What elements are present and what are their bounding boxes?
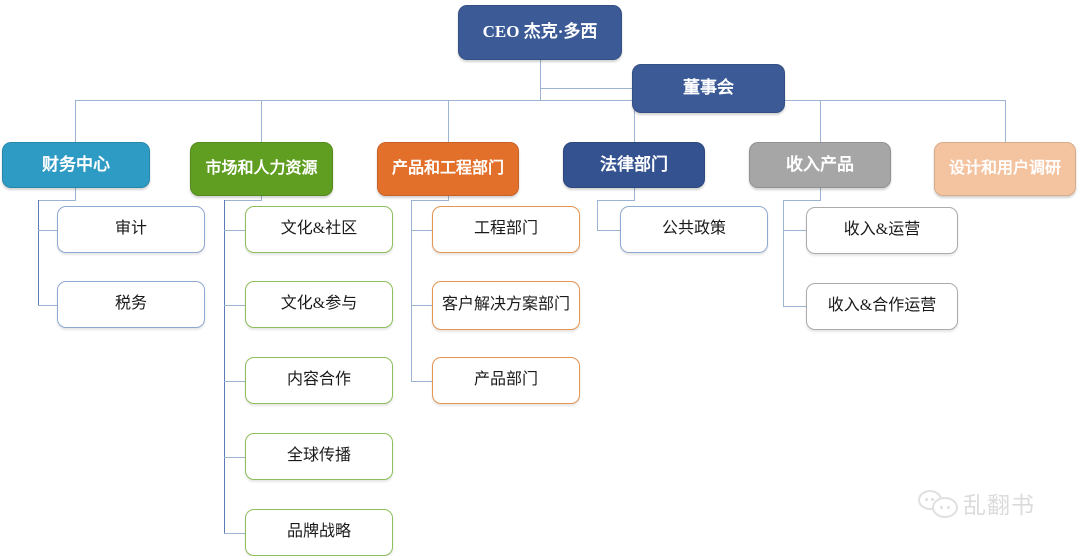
- connector-product-spine: [411, 200, 412, 382]
- connector-revenue-spine: [783, 200, 784, 306]
- node-dept-legal-label: 法律部门: [600, 154, 668, 174]
- connector-finance-turn: [38, 200, 76, 201]
- node-dept-product-engineering[interactable]: 产品和工程部门: [377, 142, 519, 196]
- node-dept-marketing-hr[interactable]: 市场和人力资源: [190, 142, 333, 196]
- connector-revenue-child-1: [783, 230, 807, 231]
- node-leaf-culture-community[interactable]: 文化&社区: [245, 206, 393, 253]
- connector-finance-child-1: [38, 230, 58, 231]
- node-leaf-revenue-operations-label: 收入&运营: [843, 221, 921, 239]
- connector-legal-stem: [634, 188, 635, 200]
- node-leaf-engineering-label: 工程部门: [473, 220, 538, 238]
- node-leaf-customer-solutions-label: 客户解决方案部门: [441, 296, 570, 314]
- node-board[interactable]: 董事会: [632, 64, 785, 113]
- connector-revenue-stem: [820, 188, 821, 200]
- connector-marketing-turn: [224, 200, 262, 201]
- connector-legal-child-1: [597, 230, 621, 231]
- node-leaf-brand-strategy[interactable]: 品牌战略: [245, 509, 393, 556]
- node-leaf-culture-engagement-label: 文化&参与: [280, 295, 358, 313]
- watermark: 乱翻书: [918, 486, 1035, 520]
- node-dept-design-user-research-label: 设计和用户调研: [948, 159, 1061, 177]
- connector-product-turn: [411, 200, 449, 201]
- node-board-label: 董事会: [683, 78, 734, 98]
- connector-finance-child-2: [38, 305, 58, 306]
- node-dept-design-user-research[interactable]: 设计和用户调研: [934, 142, 1076, 196]
- connector-legal-spine: [597, 200, 598, 230]
- connector-marketing-child-3: [224, 381, 246, 382]
- connector-marketing-child-4: [224, 457, 246, 458]
- connector-product-child-2: [411, 305, 433, 306]
- connector-drop-design: [1005, 100, 1006, 142]
- node-leaf-revenue-partner-operations[interactable]: 收入&合作运营: [806, 283, 958, 330]
- connector-finance-spine: [38, 200, 39, 305]
- connector-product-child-3: [411, 381, 433, 382]
- connector-main-bus: [75, 100, 1005, 101]
- node-ceo[interactable]: CEO 杰克·多西: [458, 5, 622, 60]
- watermark-text: 乱翻书: [963, 492, 1035, 518]
- connector-drop-marketing: [261, 100, 262, 142]
- node-leaf-public-policy[interactable]: 公共政策: [620, 206, 768, 253]
- connector-drop-revenue: [820, 100, 821, 142]
- node-leaf-global-communications-label: 全球传播: [286, 447, 351, 465]
- node-leaf-tax[interactable]: 税务: [57, 281, 205, 328]
- node-leaf-customer-solutions[interactable]: 客户解决方案部门: [432, 281, 580, 330]
- node-ceo-label: CEO 杰克·多西: [482, 22, 598, 42]
- node-leaf-content-partnership-label: 内容合作: [286, 371, 351, 389]
- node-leaf-audit-label: 审计: [114, 220, 147, 238]
- node-leaf-tax-label: 税务: [114, 295, 147, 313]
- node-leaf-public-policy-label: 公共政策: [661, 220, 726, 238]
- connector-marketing-child-1: [224, 230, 246, 231]
- connector-revenue-turn: [783, 200, 821, 201]
- connector-marketing-spine: [224, 200, 225, 533]
- connector-drop-finance: [75, 100, 76, 142]
- node-leaf-product[interactable]: 产品部门: [432, 357, 580, 404]
- connector-drop-product: [448, 100, 449, 142]
- node-dept-marketing-hr-label: 市场和人力资源: [205, 159, 318, 177]
- node-leaf-revenue-operations[interactable]: 收入&运营: [806, 207, 958, 254]
- node-dept-revenue[interactable]: 收入产品: [749, 142, 891, 188]
- node-leaf-engineering[interactable]: 工程部门: [432, 206, 580, 253]
- node-leaf-culture-community-label: 文化&社区: [280, 220, 358, 238]
- connector-legal-turn: [597, 200, 635, 201]
- node-leaf-brand-strategy-label: 品牌战略: [286, 523, 351, 541]
- connector-marketing-child-5: [224, 533, 246, 534]
- node-dept-finance[interactable]: 财务中心: [2, 142, 150, 188]
- wechat-bubbles-icon: [918, 490, 958, 518]
- node-leaf-product-label: 产品部门: [473, 371, 538, 389]
- connector-drop-legal: [634, 100, 635, 142]
- node-dept-product-engineering-label: 产品和工程部门: [391, 159, 504, 177]
- connector-ceo-stem: [540, 59, 541, 100]
- connector-finance-stem: [75, 188, 76, 200]
- connector-board-link: [540, 88, 640, 89]
- node-leaf-revenue-partner-operations-label: 收入&合作运营: [827, 297, 937, 315]
- node-leaf-global-communications[interactable]: 全球传播: [245, 433, 393, 480]
- node-dept-legal[interactable]: 法律部门: [563, 142, 705, 188]
- connector-product-child-1: [411, 230, 433, 231]
- node-dept-revenue-label: 收入产品: [786, 154, 854, 174]
- connector-marketing-child-2: [224, 305, 246, 306]
- node-leaf-culture-engagement[interactable]: 文化&参与: [245, 281, 393, 328]
- node-leaf-audit[interactable]: 审计: [57, 206, 205, 253]
- node-leaf-content-partnership[interactable]: 内容合作: [245, 357, 393, 404]
- node-dept-finance-label: 财务中心: [42, 154, 110, 174]
- connector-revenue-child-2: [783, 306, 807, 307]
